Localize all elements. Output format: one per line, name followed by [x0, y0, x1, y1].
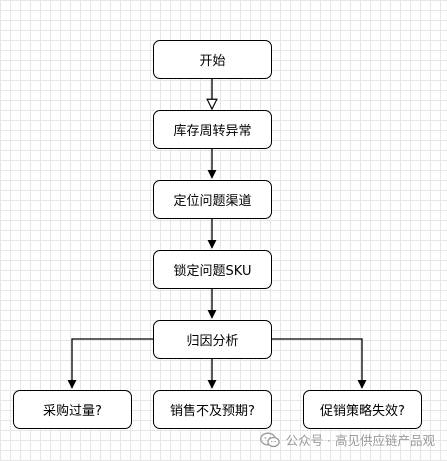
node-inventory-turnover-anomaly[interactable]: 库存周转异常	[153, 110, 272, 149]
edge-analysis-to-purchasing	[67, 338, 153, 389]
watermark-text: 公众号 · 高见供应链产品观	[285, 433, 435, 448]
node-over-purchasing[interactable]: 采购过量?	[13, 390, 132, 429]
node-root-cause-analysis[interactable]: 归因分析	[153, 320, 272, 359]
wechat-icon	[259, 432, 280, 447]
edge-analysis-to-promotion	[272, 338, 367, 389]
node-sales-below-forecast[interactable]: 销售不及预期?	[153, 390, 272, 429]
node-locate-problem-channel[interactable]: 定位问题渠道	[153, 180, 272, 219]
watermark: 公众号 · 高见供应链产品观	[259, 430, 435, 449]
node-promotion-strategy-failure[interactable]: 促销策略失效?	[303, 390, 422, 429]
node-start[interactable]: 开始	[153, 40, 272, 79]
node-lock-problem-sku[interactable]: 锁定问题SKU	[153, 250, 272, 289]
